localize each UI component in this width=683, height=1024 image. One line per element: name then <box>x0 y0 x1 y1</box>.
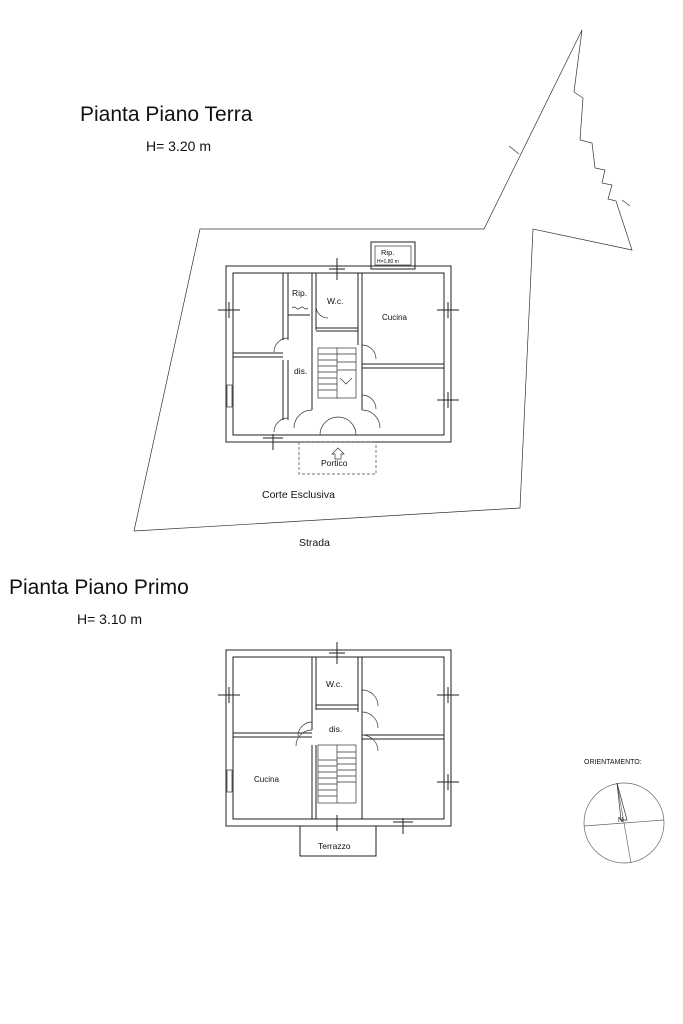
compass-icon <box>583 782 665 864</box>
ground-floor-title: Pianta Piano Terra <box>80 103 253 126</box>
yard-label: Corte Esclusiva <box>262 489 335 501</box>
lot-boundary <box>133 29 633 532</box>
ground-wc-label: W.c. <box>327 296 344 306</box>
terrace-label: Terrazzo <box>318 841 351 851</box>
ground-floor-plan <box>218 241 459 475</box>
road-label: Strada <box>299 537 330 549</box>
north-label: N <box>618 817 624 824</box>
lot-tick <box>508 145 520 155</box>
first-hall-label: dis. <box>329 724 343 734</box>
first-floor-height: H= 3.10 m <box>77 611 142 627</box>
first-kitchen-label: Cucina <box>254 775 279 784</box>
first-floor-title: Pianta Piano Primo <box>9 576 189 599</box>
orientation-label: ORIENTAMENTO: <box>584 759 642 766</box>
first-floor-plan <box>218 642 459 857</box>
outside-storage-height: H=1,80 m <box>377 259 399 265</box>
storage-label: Rip. <box>292 288 308 298</box>
lot-tick <box>621 199 631 207</box>
ground-kitchen-label: Cucina <box>382 313 407 322</box>
first-wc-label: W.c. <box>326 679 343 689</box>
ground-hall-label: dis. <box>294 366 308 376</box>
porch-label: Portico <box>321 458 348 468</box>
ground-floor-height: H= 3.20 m <box>146 138 211 154</box>
outside-storage-label: Rip. <box>381 248 395 257</box>
